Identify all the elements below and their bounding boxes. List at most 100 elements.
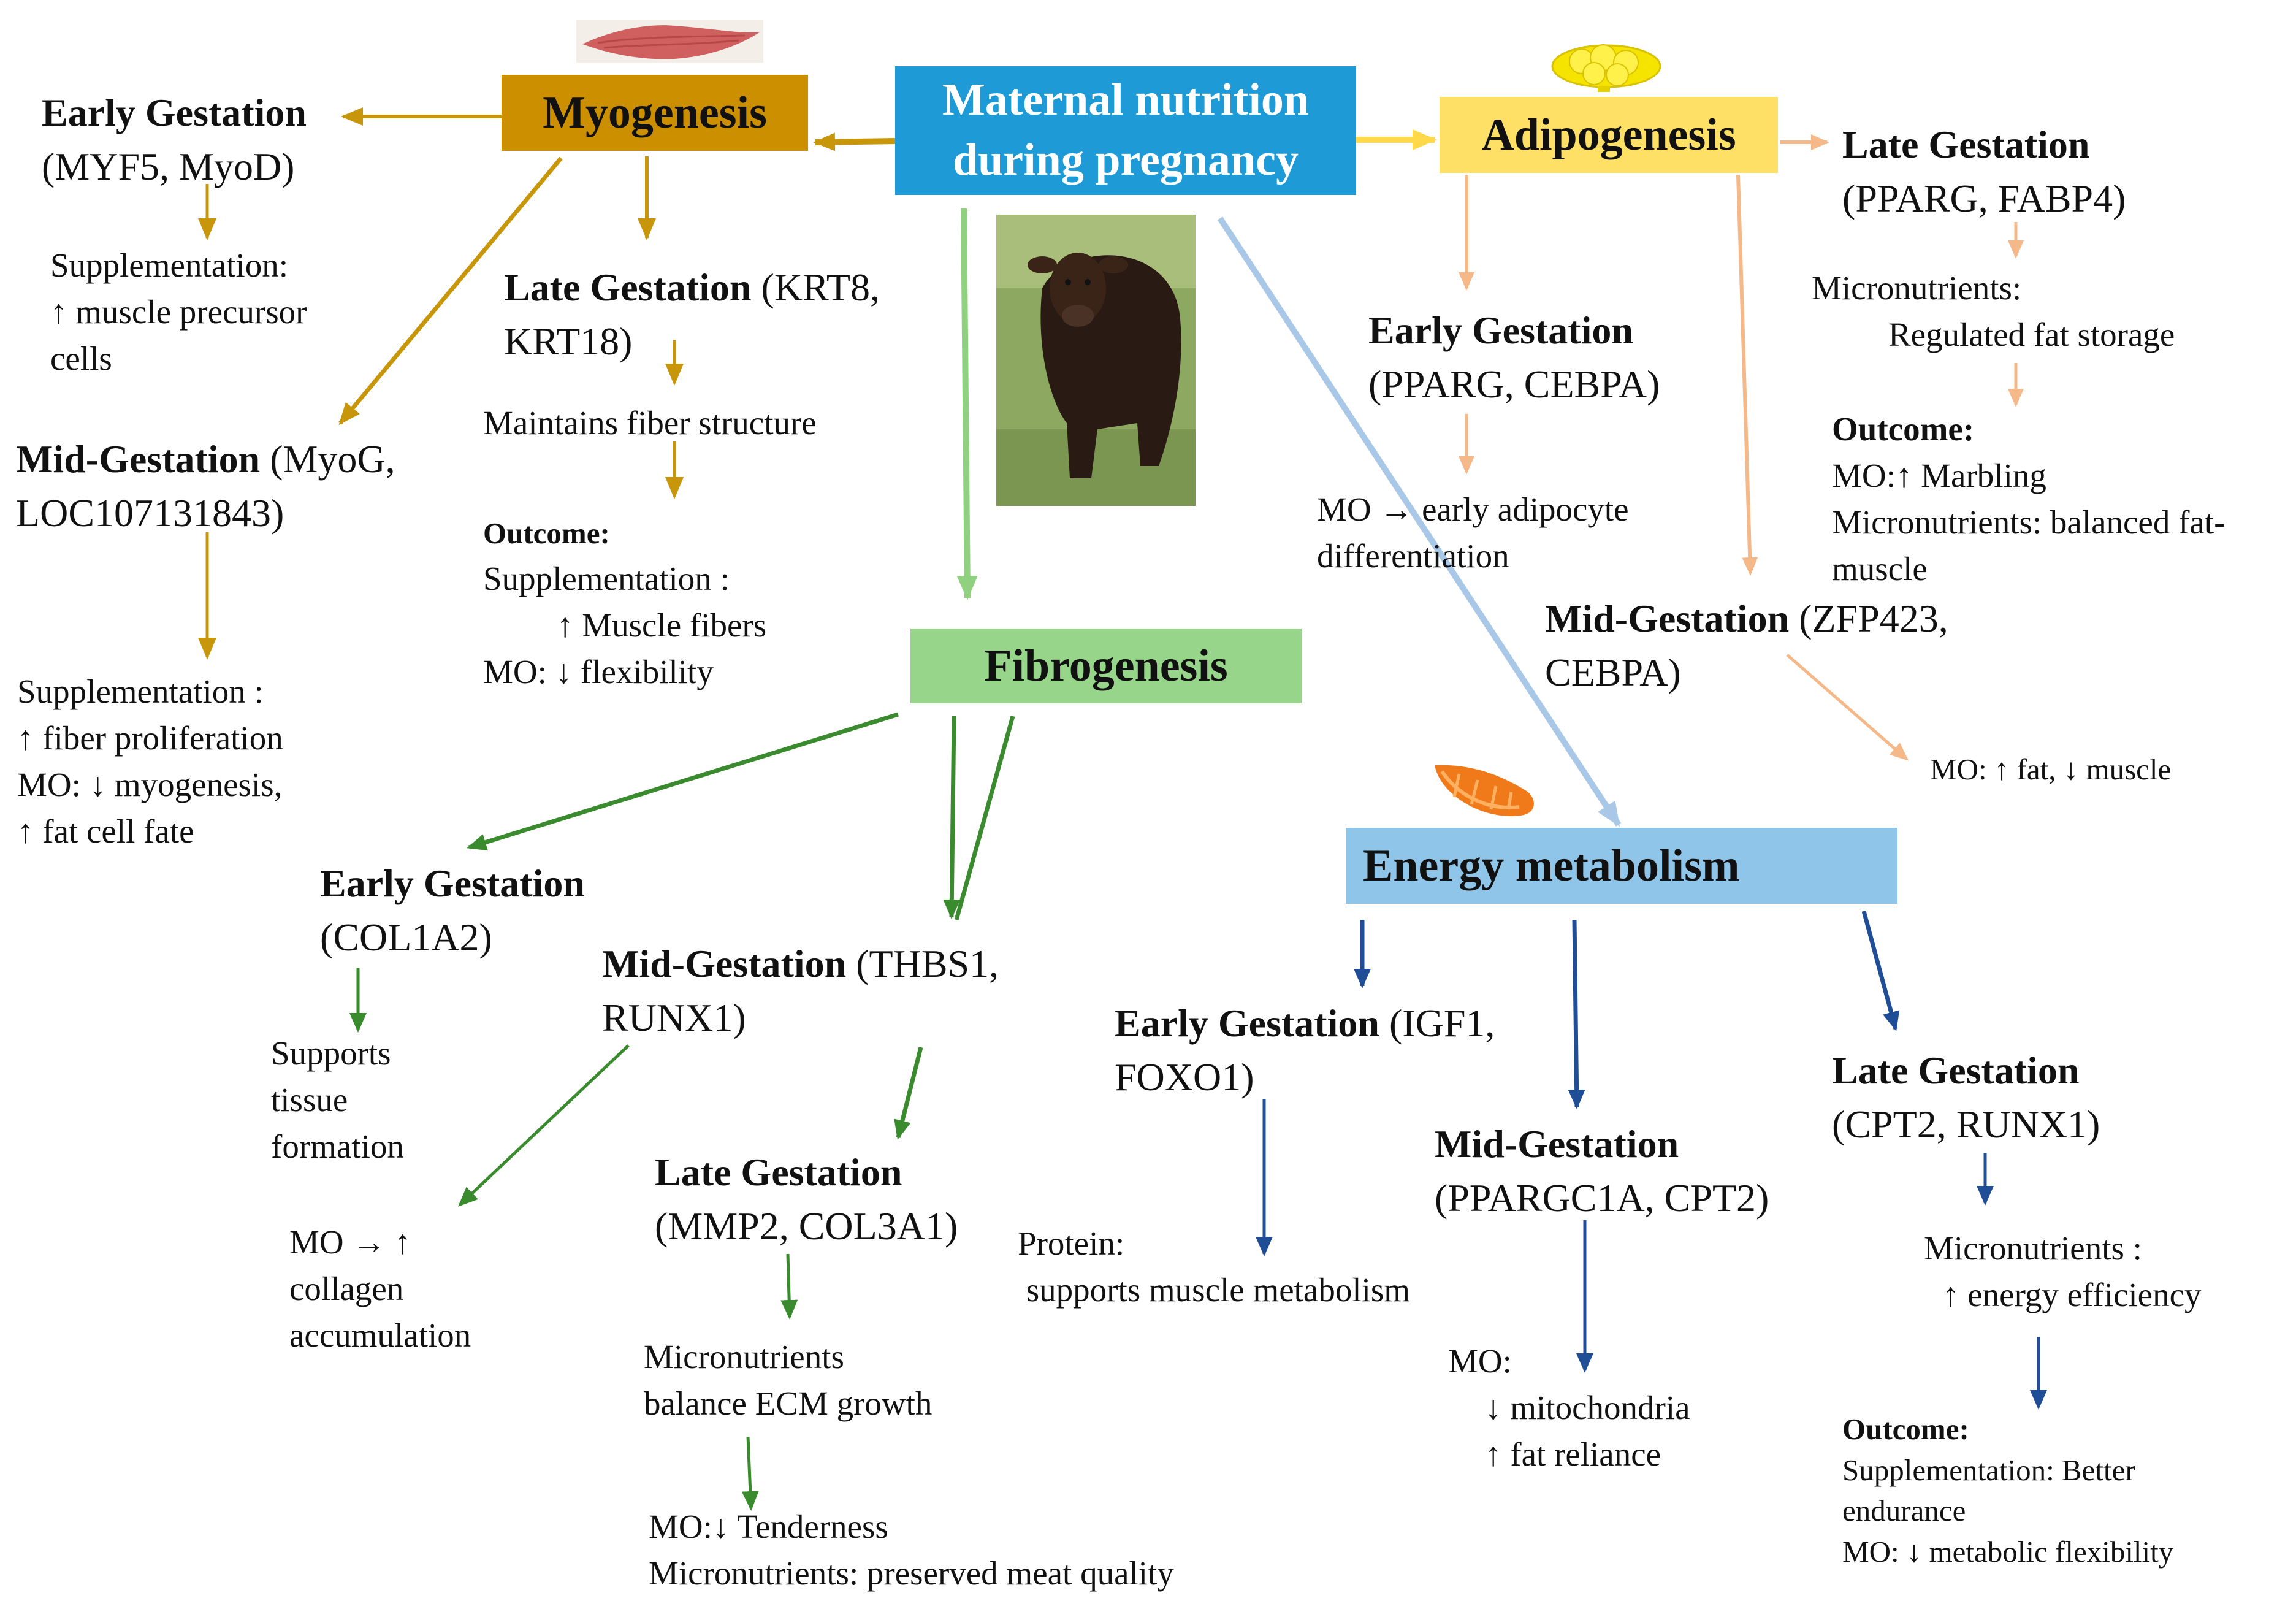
fibro-mid-out2: collagen xyxy=(289,1269,404,1307)
fat-cell-icon xyxy=(1551,44,1661,92)
arrow-adipo-mid-to-out xyxy=(1786,654,1909,761)
myo-early-stage: Early Gestation (MYF5, MyoD) xyxy=(42,86,307,194)
myo-mid-out4: ↑ fat cell fate xyxy=(17,812,194,850)
energy-late-title: Late Gestation xyxy=(1832,1049,2080,1092)
energy-metabolism-box: Energy metabolism xyxy=(1346,828,1897,904)
energy-early-genes-b: FOXO1) xyxy=(1115,1055,1254,1099)
fibro-early-out2: tissue xyxy=(271,1080,348,1118)
fibro-late-stage: Late Gestation (MMP2, COL3A1) xyxy=(655,1145,958,1254)
myo-late-title: Late Gestation xyxy=(504,266,752,309)
adipo-outcome2: Micronutrients: balanced fat- xyxy=(1832,503,2225,541)
myo-early-outcome: Supplementation: ↑ muscle precursor cell… xyxy=(50,242,307,382)
fibro-early-outcome: Supports tissue formation xyxy=(271,1030,404,1170)
adipo-outcome3: muscle xyxy=(1832,549,1928,587)
energy-mid-out3: ↑ fat reliance xyxy=(1485,1435,1661,1473)
myo-late-genes-a: (KRT8, xyxy=(751,266,880,309)
myo-late-out: Maintains fiber structure xyxy=(483,404,817,441)
fibro-final1: MO:↓ Tenderness xyxy=(649,1508,888,1545)
fibro-final2: Micronutrients: preserved meat quality xyxy=(649,1554,1174,1592)
myo-mid-stage: Mid-Gestation (MyoG, LOC107131843) xyxy=(16,432,395,541)
myogenesis-label: Myogenesis xyxy=(543,87,767,138)
fibro-mid-genes-a: (THBS1, xyxy=(846,942,999,985)
maternal-nutrition-line2: during pregnancy xyxy=(952,135,1299,185)
adipogenesis-label: Adipogenesis xyxy=(1481,109,1736,160)
adipo-outcome: Outcome: MO:↑ Marbling Micronutrients: b… xyxy=(1832,406,2225,592)
adipo-late-title: Late Gestation xyxy=(1842,123,2090,166)
energy-late-outcome: Micronutrients : ↑ energy efficiency xyxy=(1924,1225,2202,1318)
myo-early-title: Early Gestation xyxy=(42,91,307,134)
myo-early-out3: cells xyxy=(50,339,112,377)
energy-mid-out1: MO: xyxy=(1448,1342,1512,1380)
fibro-late-out2: balance ECM growth xyxy=(644,1384,933,1422)
adipo-mid-title: Mid-Gestation xyxy=(1545,597,1790,640)
myogenesis-box: Myogenesis xyxy=(502,75,808,151)
arrow-fibro-to-early xyxy=(467,712,899,851)
myo-outcome-label: Outcome: xyxy=(483,516,610,550)
arrow-fibro-to-late xyxy=(894,1047,923,1140)
energy-mid-title: Mid-Gestation xyxy=(1435,1122,1679,1166)
arrow-maternal-to-fibrogenesis xyxy=(956,208,978,600)
muscle-fiber-icon xyxy=(576,20,763,63)
fibro-late-out1: Micronutrients xyxy=(644,1338,844,1375)
myo-early-out1: Supplementation: xyxy=(50,247,289,284)
myo-outcome3: MO: ↓ flexibility xyxy=(483,652,714,690)
energy-early-title: Early Gestation xyxy=(1115,1001,1379,1045)
mitochondrion-icon xyxy=(1435,765,1534,817)
cow-image xyxy=(996,215,1196,506)
adipo-mid-outcome: MO: ↑ fat, ↓ muscle xyxy=(1930,749,2171,790)
fibro-early-title: Early Gestation xyxy=(320,862,585,905)
energy-outcome3: MO: ↓ metabolic flexibility xyxy=(1842,1534,2174,1569)
arrow-maternal-to-energy xyxy=(1217,216,1622,827)
fibro-mid-out1: MO → ↑ xyxy=(289,1223,411,1261)
arrow-myo-to-mid xyxy=(338,156,563,426)
energy-mid-stage: Mid-Gestation (PPARGC1A, CPT2) xyxy=(1435,1117,1769,1226)
arrow-fibro-to-mid-a xyxy=(943,716,961,919)
myo-late-outcome: Maintains fiber structure xyxy=(483,400,817,446)
fibro-early-genes: (COL1A2) xyxy=(320,915,492,960)
fibro-mid-out3: accumulation xyxy=(289,1316,471,1354)
fibro-early-stage: Early Gestation (COL1A2) xyxy=(320,857,585,965)
myo-mid-title: Mid-Gestation xyxy=(16,437,261,481)
adipo-early-genes: (PPARG, CEBPA) xyxy=(1368,362,1660,407)
fibro-late-title: Late Gestation xyxy=(655,1150,902,1194)
myo-outcome2: ↑ Muscle fibers xyxy=(557,606,767,644)
myo-outcome1: Supplementation : xyxy=(483,559,730,597)
energy-early-genes-a: (IGF1, xyxy=(1379,1001,1495,1045)
energy-mid-out2: ↓ mitochondria xyxy=(1485,1388,1690,1426)
energy-late-out2: ↑ energy efficiency xyxy=(1942,1275,2202,1313)
fibro-mid-stage: Mid-Gestation (THBS1, RUNX1) xyxy=(602,937,999,1045)
energy-outcome: Outcome: Supplementation: Better enduran… xyxy=(1842,1409,2173,1573)
fibro-early-out1: Supports xyxy=(271,1034,391,1072)
energy-early-out1: Protein: xyxy=(1018,1225,1125,1262)
adipo-mid-stage: Mid-Gestation (ZFP423, CEBPA) xyxy=(1545,592,1948,700)
fibro-late-genes: (MMP2, COL3A1) xyxy=(655,1204,958,1248)
adipo-late-out2: Regulated fat storage xyxy=(1888,315,2175,353)
myo-mid-genes-b: LOC107131843) xyxy=(16,491,284,535)
energy-early-stage: Early Gestation (IGF1, FOXO1) xyxy=(1115,996,1495,1105)
myo-early-genes: (MYF5, MyoD) xyxy=(42,145,295,189)
arrow-fibro-mid-to-out xyxy=(458,1044,630,1207)
myo-mid-out2: ↑ fiber proliferation xyxy=(17,719,283,757)
fibro-final-outcome: MO:↓ Tenderness Micronutrients: preserve… xyxy=(649,1504,1174,1597)
arrow-adipo-to-mid xyxy=(1736,174,1758,576)
adipo-early-out1: MO → early adipocyte xyxy=(1317,491,1629,528)
arrow-maternal-to-myogenesis xyxy=(813,132,896,151)
fibro-late-outcome: Micronutrients balance ECM growth xyxy=(644,1334,932,1427)
arrow-fibro-to-mid-b xyxy=(954,716,1015,920)
fibrogenesis-box: Fibrogenesis xyxy=(910,629,1302,703)
fibro-mid-title: Mid-Gestation xyxy=(602,942,847,985)
adipo-outcome1: MO:↑ Marbling xyxy=(1832,456,2046,494)
fibrogenesis-label: Fibrogenesis xyxy=(984,640,1228,691)
adipo-early-title: Early Gestation xyxy=(1368,308,1633,352)
myo-mid-out3: MO: ↓ myogenesis, xyxy=(17,765,283,803)
energy-late-out1: Micronutrients : xyxy=(1924,1229,2142,1267)
arrow-fibro-late-to-out xyxy=(780,1253,798,1320)
myo-early-out2: ↑ muscle precursor xyxy=(50,292,307,331)
adipo-late-stage: Late Gestation (PPARG, FABP4) xyxy=(1842,118,2126,226)
energy-early-outcome: Protein: supports muscle metabolism xyxy=(1018,1220,1410,1313)
adipo-mid-genes-b: CEBPA) xyxy=(1545,651,1681,695)
fibro-mid-outcome: MO → ↑ collagen accumulation xyxy=(289,1219,471,1359)
adipo-late-out1: Micronutrients: xyxy=(1812,269,2022,307)
